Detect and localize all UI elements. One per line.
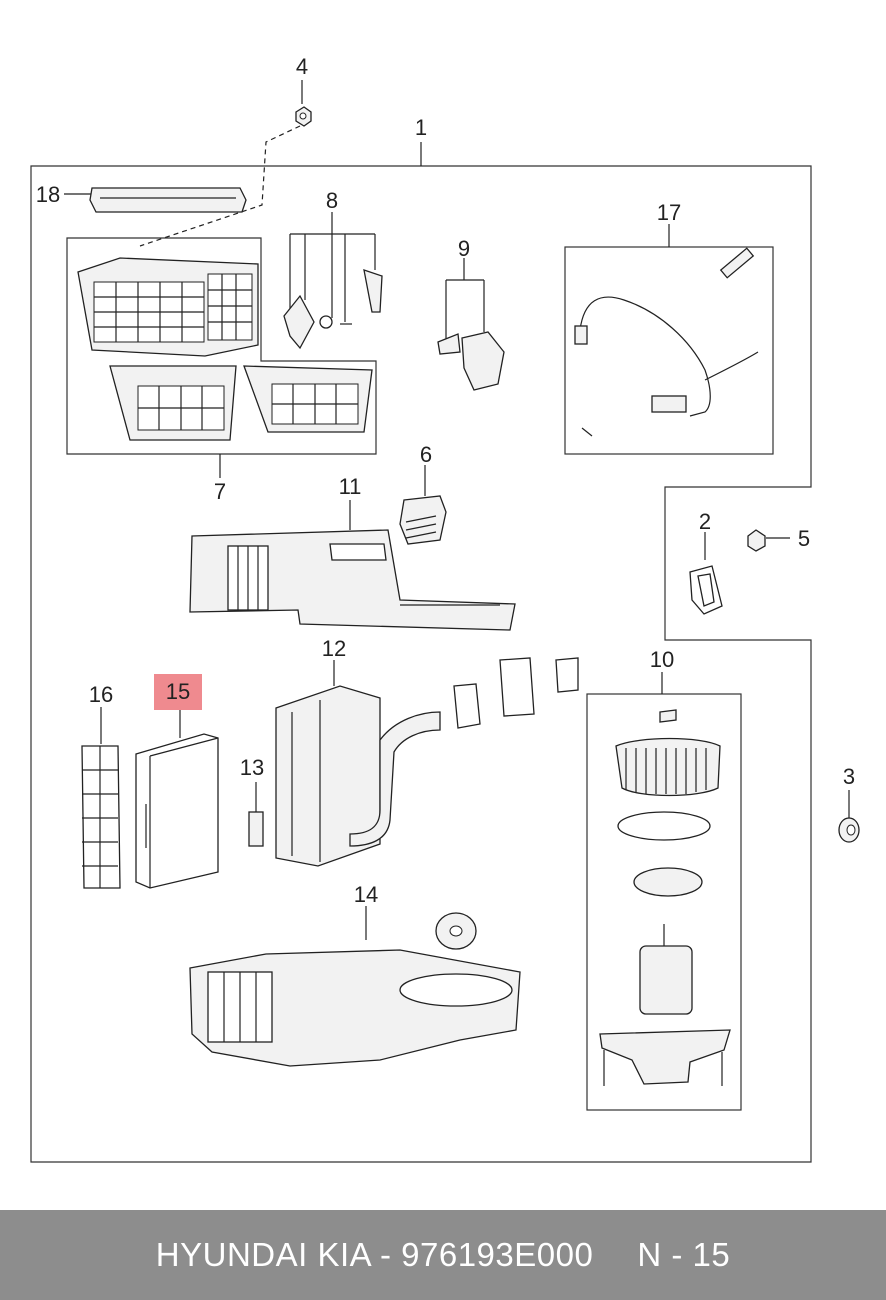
callout-4: 4 bbox=[296, 54, 308, 79]
callout-2: 2 bbox=[699, 509, 711, 534]
callout-9: 9 bbox=[458, 236, 470, 261]
callout-8: 8 bbox=[326, 188, 338, 213]
callout-13: 13 bbox=[240, 755, 264, 780]
callout-15-highlight bbox=[154, 674, 202, 710]
part-10-blower-kit bbox=[586, 672, 742, 1111]
callout-18: 18 bbox=[36, 182, 60, 207]
part-17-harness bbox=[564, 224, 774, 455]
brand-part-number: HYUNDAI KIA - 976193E000 bbox=[155, 1236, 594, 1273]
part-3-grommet bbox=[838, 790, 860, 843]
parts-diagram: 1 2 3 4 5 6 7 8 9 10 11 12 13 14 15 16 1… bbox=[30, 54, 860, 1163]
part-number-footer: HYUNDAI KIA - 976193E000 N - 15 bbox=[0, 1210, 886, 1300]
part-9-actuator bbox=[437, 258, 505, 391]
callout-12: 12 bbox=[322, 636, 346, 661]
callout-5: 5 bbox=[798, 526, 810, 551]
callout-14: 14 bbox=[354, 882, 378, 907]
part-5-nut bbox=[747, 529, 790, 552]
part-13-sensor bbox=[248, 782, 264, 847]
part-7-filter-housing bbox=[66, 237, 377, 478]
callout-6: 6 bbox=[420, 442, 432, 467]
part-18-bracket bbox=[64, 187, 247, 213]
part-11-case bbox=[189, 500, 516, 631]
callout-17: 17 bbox=[657, 200, 681, 225]
part-16-filter-cover bbox=[81, 707, 121, 889]
assembly-frame bbox=[30, 165, 812, 1163]
callout-1: 1 bbox=[415, 115, 427, 140]
part-6-resistor bbox=[399, 465, 447, 545]
part-14-lower-case bbox=[189, 906, 521, 1067]
callout-11: 11 bbox=[339, 474, 362, 499]
part-15-cabin-filter[interactable] bbox=[135, 674, 219, 889]
part-4-nut bbox=[139, 80, 312, 247]
callout-3: 3 bbox=[843, 764, 855, 789]
part-12-evaporator bbox=[275, 657, 579, 867]
diagram-reference: N - 15 bbox=[637, 1236, 731, 1273]
callout-15: 15 bbox=[166, 679, 190, 704]
callout-7: 7 bbox=[214, 479, 226, 504]
callout-10: 10 bbox=[650, 647, 674, 672]
part-8-linkage bbox=[283, 212, 383, 350]
part-2-gasket bbox=[689, 532, 723, 615]
callout-16: 16 bbox=[89, 682, 113, 707]
